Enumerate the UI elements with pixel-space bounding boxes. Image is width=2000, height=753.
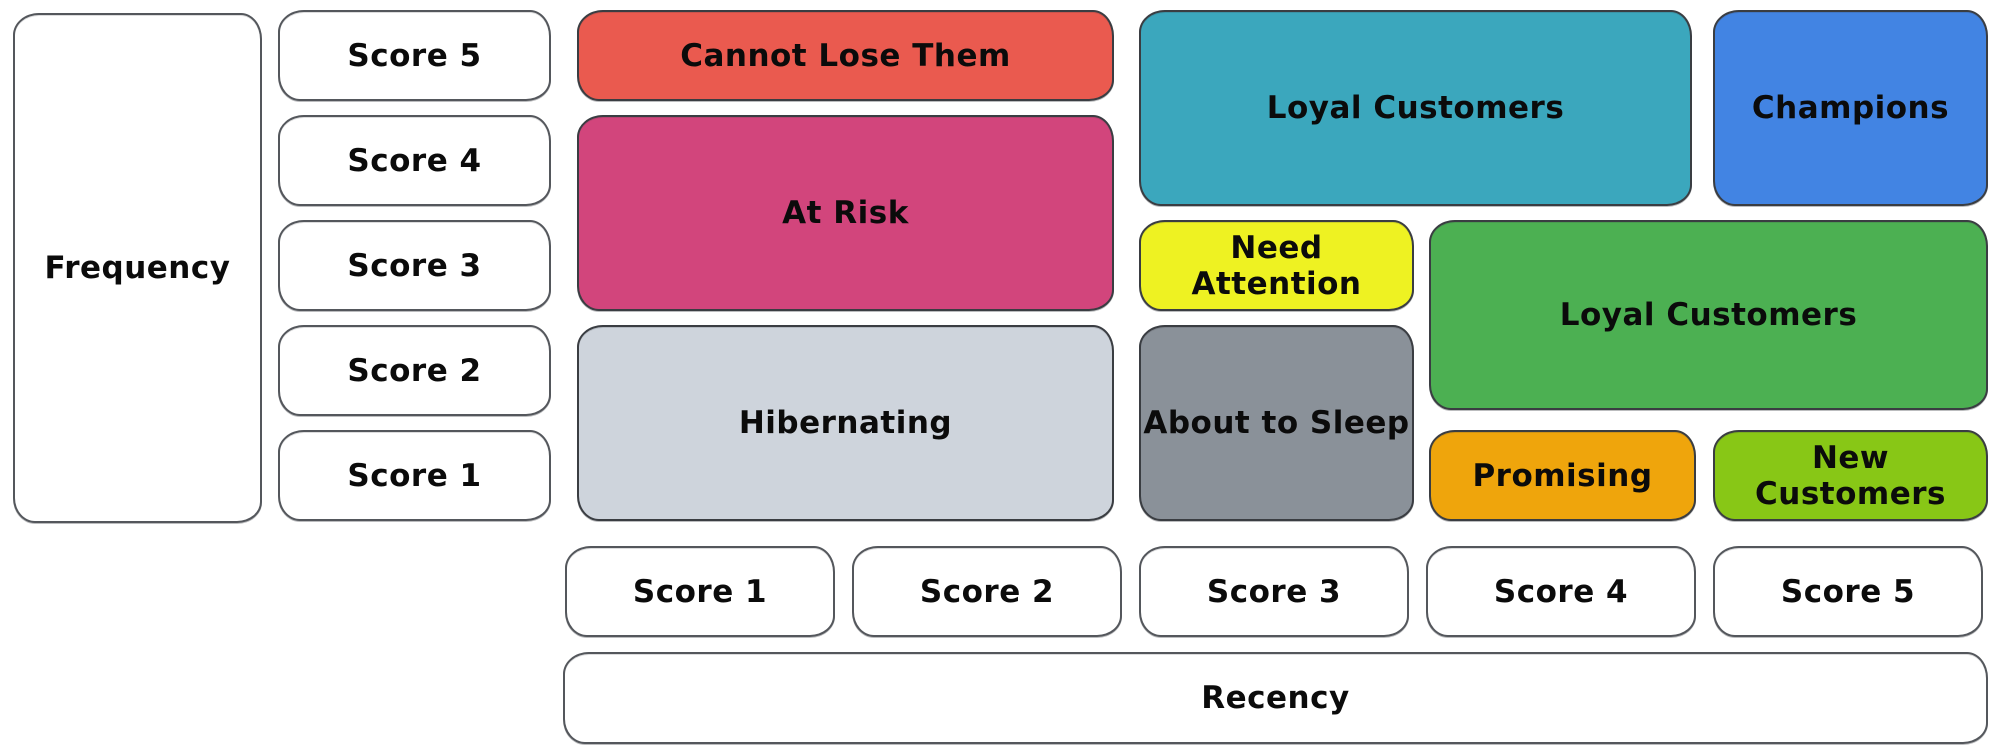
segment-loyal-customers-mid-label: Loyal Customers xyxy=(1559,297,1858,333)
segment-need-attention: Need Attention xyxy=(1139,220,1414,311)
recency-score-3: Score 3 xyxy=(1139,546,1409,637)
frequency-axis-box: Frequency xyxy=(13,13,262,523)
recency-score-2: Score 2 xyxy=(852,546,1122,637)
segment-new-customers-label: New Customers xyxy=(1755,439,1946,512)
segment-at-risk-label: At Risk xyxy=(782,195,909,231)
segment-loyal-customers-top: Loyal Customers xyxy=(1139,10,1692,206)
recency-score-1-label: Score 1 xyxy=(632,573,768,610)
segment-champions-label: Champions xyxy=(1751,90,1950,126)
segment-promising: Promising xyxy=(1429,430,1696,521)
frequency-score-4-label: Score 4 xyxy=(347,142,482,179)
recency-score-4-label: Score 4 xyxy=(1493,573,1629,610)
segment-cannot-lose-them: Cannot Lose Them xyxy=(577,10,1114,101)
segment-champions: Champions xyxy=(1713,10,1988,206)
recency-axis-box: Recency xyxy=(563,652,1988,744)
frequency-score-4: Score 4 xyxy=(278,115,551,206)
segment-need-attention-label: Need Attention xyxy=(1191,229,1362,302)
frequency-score-1-label: Score 1 xyxy=(347,457,482,494)
recency-score-5: Score 5 xyxy=(1713,546,1983,637)
frequency-score-1: Score 1 xyxy=(278,430,551,521)
recency-axis-label: Recency xyxy=(1201,680,1350,716)
segment-promising-label: Promising xyxy=(1472,457,1653,494)
recency-score-5-label: Score 5 xyxy=(1780,573,1916,610)
segment-loyal-customers-mid: Loyal Customers xyxy=(1429,220,1988,410)
frequency-score-2: Score 2 xyxy=(278,325,551,416)
frequency-score-3: Score 3 xyxy=(278,220,551,311)
recency-score-1: Score 1 xyxy=(565,546,835,637)
frequency-score-2-label: Score 2 xyxy=(347,352,482,389)
recency-score-3-label: Score 3 xyxy=(1206,573,1342,610)
frequency-axis-label: Frequency xyxy=(44,250,231,286)
recency-score-2-label: Score 2 xyxy=(919,573,1055,610)
segment-cannot-lose-them-label: Cannot Lose Them xyxy=(680,37,1011,74)
frequency-score-3-label: Score 3 xyxy=(347,247,482,284)
segment-about-to-sleep-label: About to Sleep xyxy=(1143,405,1410,441)
frequency-score-5: Score 5 xyxy=(278,10,551,101)
segment-loyal-customers-top-label: Loyal Customers xyxy=(1266,90,1565,126)
segment-at-risk: At Risk xyxy=(577,115,1114,311)
segment-hibernating-label: Hibernating xyxy=(738,405,953,441)
segment-hibernating: Hibernating xyxy=(577,325,1114,521)
frequency-score-5-label: Score 5 xyxy=(347,37,482,74)
recency-score-4: Score 4 xyxy=(1426,546,1696,637)
segment-about-to-sleep: About to Sleep xyxy=(1139,325,1414,521)
segment-new-customers: New Customers xyxy=(1713,430,1988,521)
